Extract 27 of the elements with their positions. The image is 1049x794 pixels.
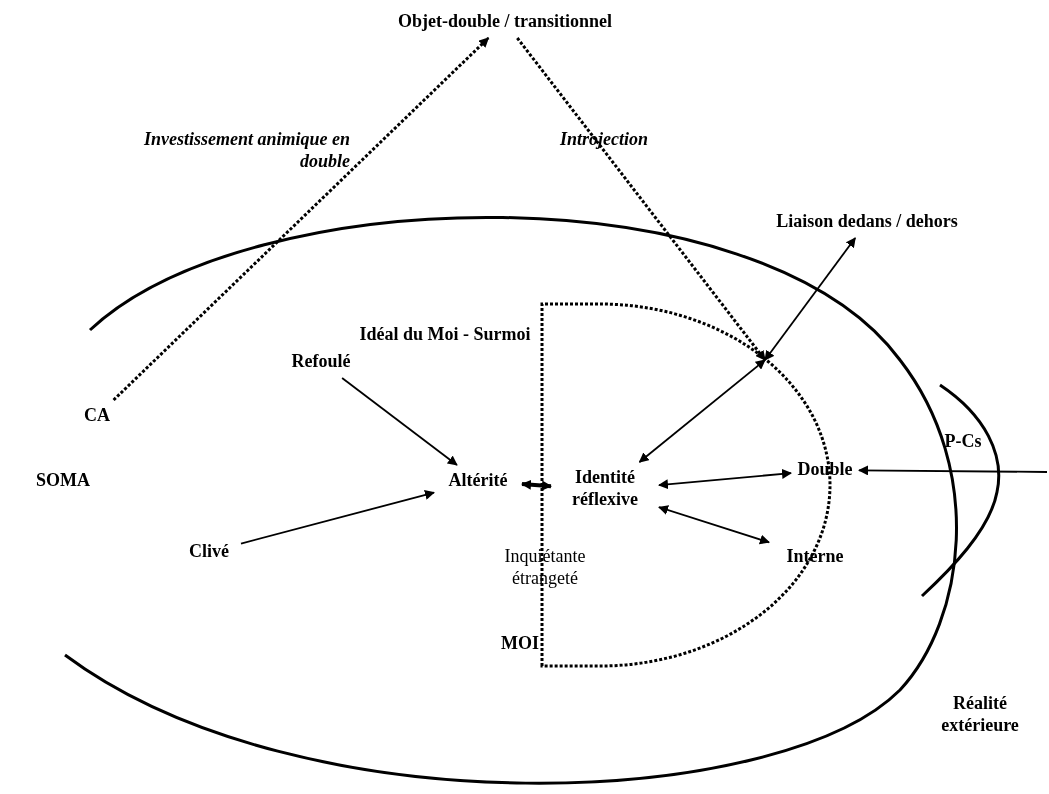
arrow [516, 37, 767, 361]
arrow [240, 490, 435, 545]
concept-label: Liaison dedans / dehors [738, 210, 996, 234]
region-label: MOI [500, 632, 540, 654]
region-label: Inquiétante étrangeté [503, 545, 587, 589]
arrow [112, 36, 490, 402]
arrow [858, 465, 1048, 476]
edge-label: Introjection [560, 128, 649, 150]
region-label: Réalité extérieure [940, 692, 1020, 736]
arrow [341, 377, 458, 466]
region-label: Idéal du Moi - Surmoi [358, 323, 532, 345]
edge-label: Investissement animique en double [143, 128, 350, 172]
concept-label: Interne [773, 545, 857, 569]
arrow [521, 479, 552, 491]
region-label: SOMA [35, 469, 91, 491]
concept-label: Clivé [181, 540, 237, 564]
arrow [638, 359, 766, 463]
region-label: P-Cs [943, 430, 983, 452]
concept-label: Identité réflexive [555, 466, 655, 514]
concept-label: Refoulé [281, 350, 361, 374]
arrow [764, 237, 857, 361]
concept-label: CA [80, 404, 114, 428]
arrow [658, 505, 770, 545]
arrow [658, 468, 792, 490]
concept-label: Double [795, 458, 855, 482]
concept-label: Altérité [438, 469, 518, 493]
concept-label: Objet-double / transitionnel [380, 10, 630, 34]
